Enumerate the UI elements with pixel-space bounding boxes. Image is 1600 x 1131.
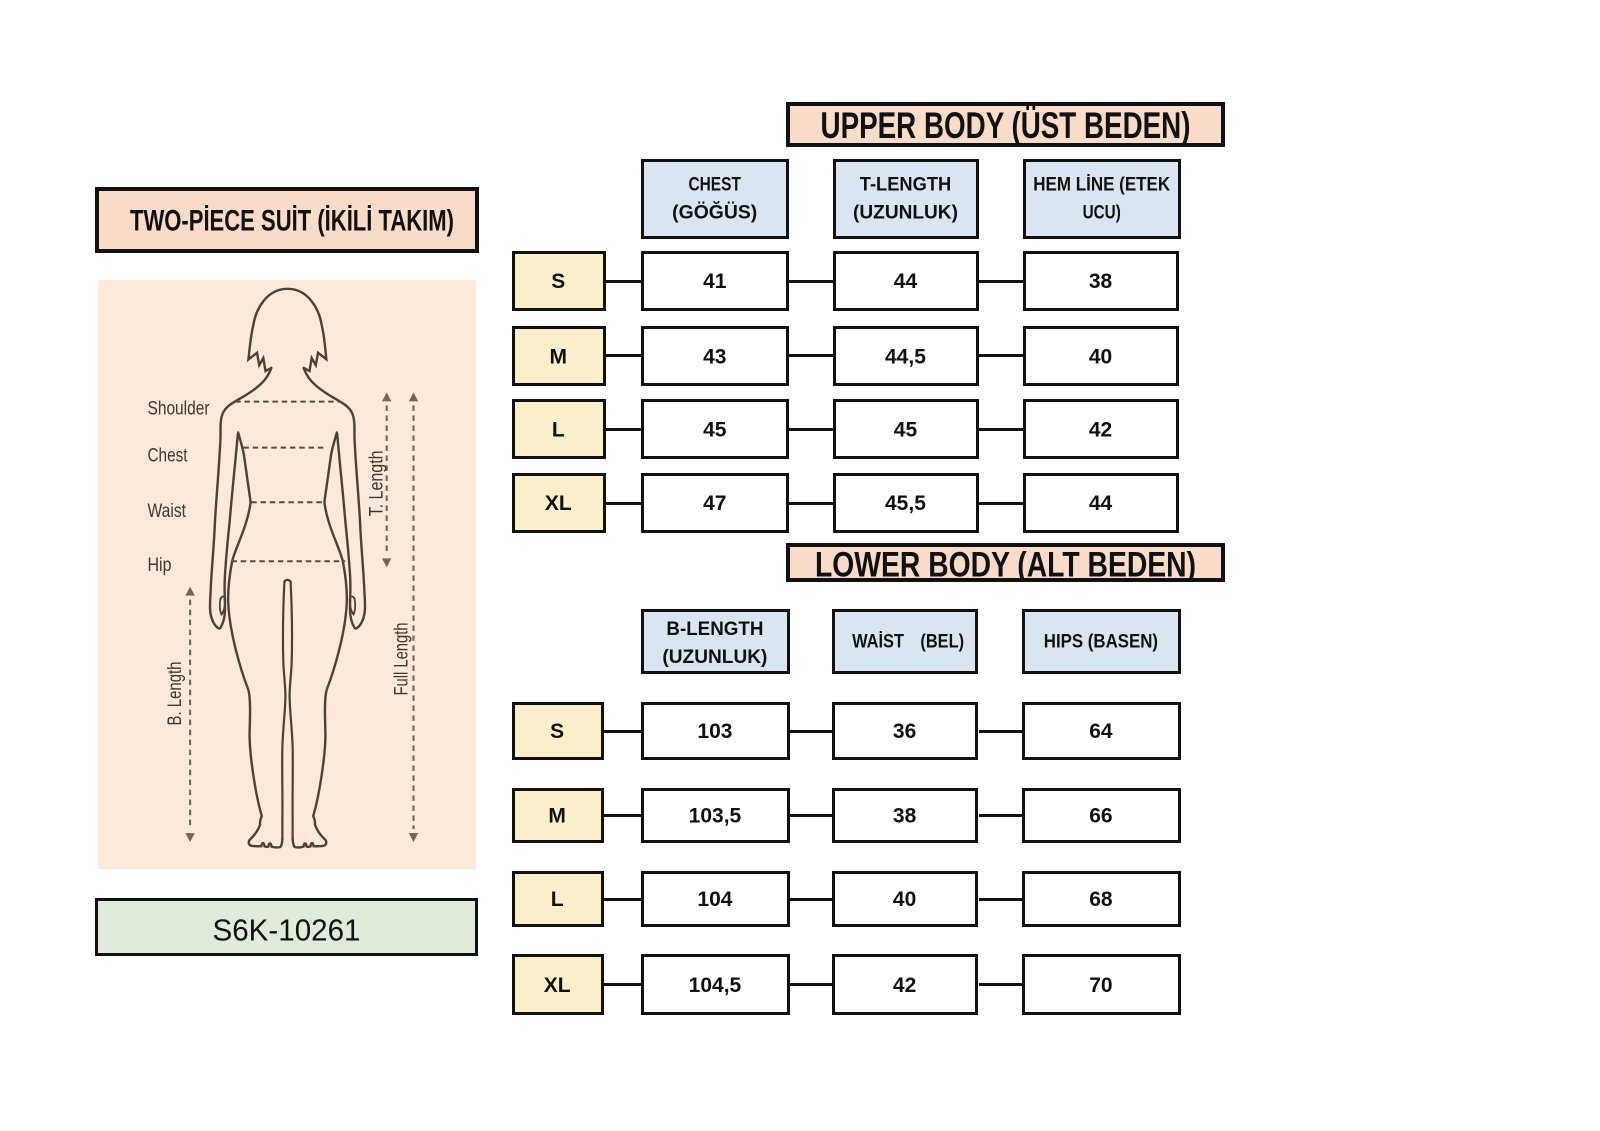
svg-text:103,5: 103,5: [689, 805, 742, 828]
svg-text:T-LENGTH: T-LENGTH: [860, 175, 951, 196]
svg-text:Hip: Hip: [147, 555, 171, 576]
svg-text:L: L: [552, 418, 565, 441]
svg-text:(GÖĞÜS): (GÖĞÜS): [672, 202, 757, 224]
svg-text:104,5: 104,5: [689, 974, 742, 997]
svg-text:S: S: [551, 270, 565, 293]
svg-text:Chest: Chest: [147, 446, 188, 467]
svg-text:Shoulder: Shoulder: [147, 398, 210, 419]
svg-text:38: 38: [893, 805, 917, 828]
svg-text:UCU): UCU): [1082, 203, 1120, 224]
svg-text:42: 42: [893, 974, 916, 997]
svg-text:42: 42: [1088, 418, 1111, 441]
svg-text:CHEST: CHEST: [688, 175, 741, 196]
svg-text:104: 104: [697, 888, 732, 911]
svg-text:68: 68: [1089, 888, 1113, 911]
svg-text:B. Length: B. Length: [165, 662, 186, 726]
svg-text:41: 41: [703, 270, 727, 293]
svg-text:(UZUNLUK): (UZUNLUK): [853, 203, 958, 224]
svg-text:XL: XL: [544, 974, 571, 997]
svg-text:45: 45: [703, 418, 727, 441]
svg-text:44: 44: [1088, 492, 1112, 515]
svg-text:HEM LİNE (ETEK: HEM LİNE (ETEK: [1033, 175, 1170, 196]
svg-text:Waist: Waist: [147, 501, 186, 522]
svg-text:47: 47: [703, 492, 726, 515]
svg-text:40: 40: [893, 888, 916, 911]
svg-text:XL: XL: [545, 492, 572, 515]
svg-text:43: 43: [703, 345, 726, 368]
svg-text:UPPER BODY (ÜST BEDEN): UPPER BODY (ÜST BEDEN): [821, 106, 1191, 144]
svg-text:LOWER BODY (ALT BEDEN): LOWER BODY (ALT BEDEN): [815, 547, 1196, 578]
svg-text:WAİST (BEL): WAİST (BEL): [852, 631, 964, 652]
svg-text:(UZUNLUK): (UZUNLUK): [662, 647, 767, 668]
svg-text:44,5: 44,5: [885, 345, 926, 368]
svg-text:36: 36: [893, 720, 916, 743]
svg-text:B-LENGTH: B-LENGTH: [666, 619, 763, 640]
svg-text:40: 40: [1088, 345, 1111, 368]
svg-text:S6K-10261: S6K-10261: [213, 913, 361, 948]
svg-text:TWO-PİECE SUİT (İKİLİ TAKIM): TWO-PİECE SUİT (İKİLİ TAKIM): [130, 205, 454, 238]
svg-text:M: M: [549, 805, 567, 828]
svg-text:L: L: [551, 888, 564, 911]
svg-text:44: 44: [894, 270, 918, 293]
svg-text:38: 38: [1088, 270, 1112, 293]
svg-text:45: 45: [894, 418, 918, 441]
svg-text:103: 103: [697, 720, 732, 743]
svg-text:S: S: [551, 720, 565, 743]
svg-text:T. Length: T. Length: [366, 450, 387, 516]
svg-text:45,5: 45,5: [885, 492, 926, 515]
svg-text:HIPS (BASEN): HIPS (BASEN): [1044, 631, 1158, 652]
svg-text:66: 66: [1089, 805, 1112, 828]
svg-text:Full Length: Full Length: [391, 623, 412, 696]
svg-text:M: M: [550, 345, 568, 368]
svg-text:64: 64: [1089, 720, 1113, 743]
svg-text:70: 70: [1089, 974, 1112, 997]
